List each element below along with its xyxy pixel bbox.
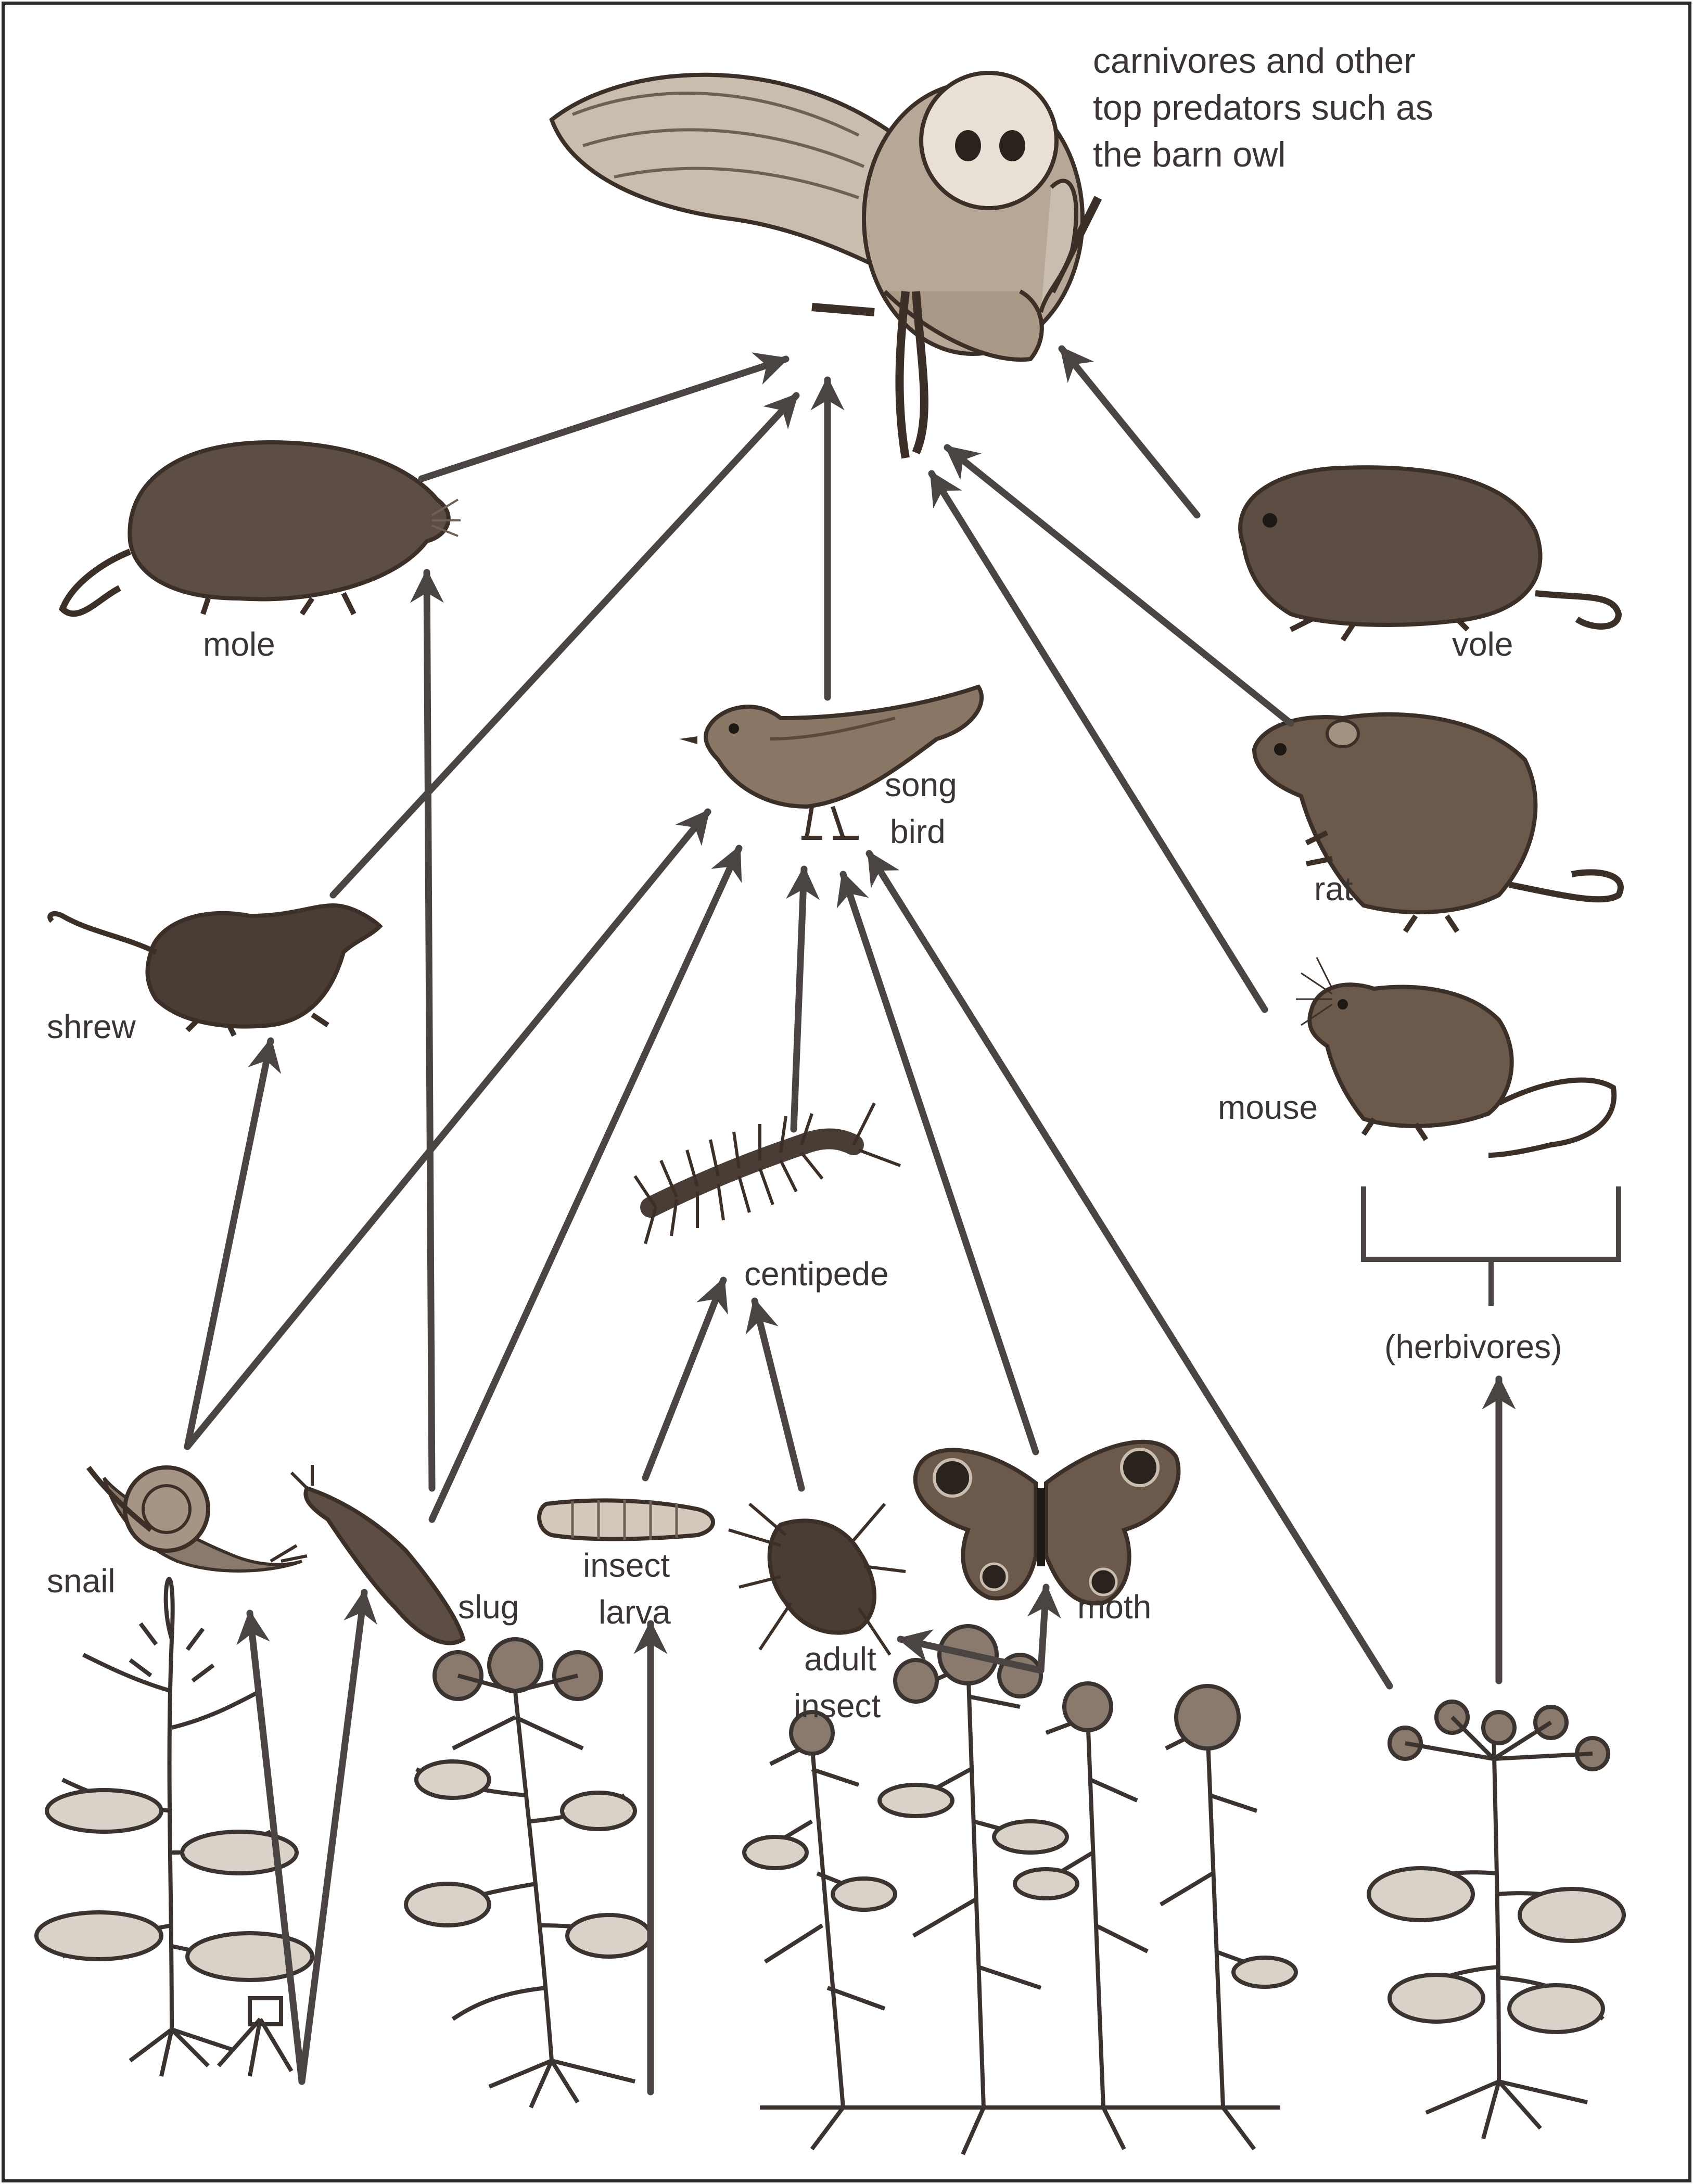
arrow-centipede-to-songbird <box>794 869 804 1129</box>
plant-icon <box>406 1639 651 2108</box>
song-bird-label-2: bird <box>890 813 946 850</box>
arrow-vole-to-owl <box>1062 349 1197 515</box>
insect-larva-label-2: larva <box>599 1593 671 1631</box>
arrow-plant-to-slug <box>302 1592 364 2081</box>
shrew-label: shrew <box>47 1008 136 1045</box>
insect-larva-label-1: insect <box>583 1547 670 1584</box>
arrow-snail-to-songbird <box>187 812 708 1447</box>
plant-group-center-left <box>406 1639 651 2108</box>
caption-line-3: the barn owl <box>1093 135 1285 174</box>
arrow-plants-to-moth <box>1041 1587 1046 1670</box>
adult-insect-icon <box>729 1504 906 1655</box>
slug-icon <box>291 1465 463 1643</box>
caption-line-2: top predators such as <box>1093 88 1433 127</box>
insect-larva-icon <box>539 1500 713 1540</box>
plant-group-right <box>1369 1702 1624 2139</box>
moth-icon <box>915 1442 1179 1604</box>
adult-insect-label-2: insect <box>794 1687 881 1725</box>
arrow-adult-insect-to-centipede <box>755 1301 801 1488</box>
mouse-label: mouse <box>1218 1089 1318 1126</box>
caption-line-1: carnivores and other <box>1093 41 1416 81</box>
mouse-icon <box>1296 957 1614 1155</box>
centipede-icon <box>635 1103 900 1244</box>
song-bird-label-1: song <box>885 766 957 803</box>
arrow-snail-to-shrew <box>187 1041 271 1447</box>
mole-icon <box>62 442 461 614</box>
arrow-mouse-to-owl <box>932 474 1265 1010</box>
snail-icon <box>88 1467 307 1571</box>
arrow-slug-to-mole <box>427 572 432 1488</box>
rat-icon <box>1254 714 1621 931</box>
vole-icon <box>1240 467 1619 640</box>
centipede-label: centipede <box>744 1255 889 1293</box>
mole-label: mole <box>203 625 275 663</box>
herbivores-label: (herbivores) <box>1384 1328 1562 1365</box>
slug-label: slug <box>458 1588 519 1626</box>
caption: carnivores and other top predators such … <box>1093 41 1433 174</box>
herbivores-bracket <box>1364 1186 1619 1306</box>
vole-label: vole <box>1452 625 1513 663</box>
adult-insect-label-1: adult <box>804 1640 876 1678</box>
rat-label: rat <box>1314 870 1353 908</box>
arrow-larva-to-centipede <box>645 1280 723 1478</box>
moth-label: moth <box>1077 1588 1151 1626</box>
plant-icon <box>1369 1702 1624 2139</box>
snail-label: snail <box>47 1562 116 1600</box>
